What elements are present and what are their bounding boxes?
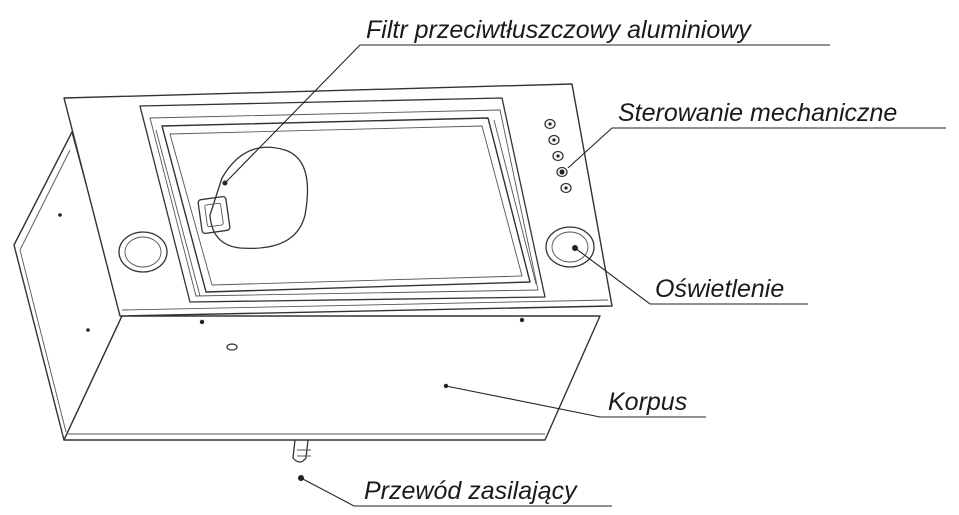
leader-lighting (574, 247, 808, 305)
leader-body (445, 385, 706, 418)
leader-controls (567, 127, 946, 169)
leader-lines (222, 44, 946, 507)
control-knobs (544, 118, 572, 194)
grease-filter (155, 117, 537, 297)
control-knob (548, 134, 560, 146)
label-filter: Filtr przeciwtłuszczowy aluminiowy (366, 16, 752, 44)
power-cable (292, 439, 311, 481)
control-knob (560, 182, 572, 194)
control-knob (556, 166, 568, 178)
label-cable: Przewód zasilający (364, 477, 578, 505)
label-lighting: Oświetlenie (655, 275, 784, 303)
label-body: Korpus (608, 388, 687, 416)
leader-cable (300, 477, 612, 507)
left-light (118, 231, 168, 273)
control-knob (544, 118, 556, 130)
label-controls: Sterowanie mechaniczne (618, 99, 897, 127)
leader-filter (224, 44, 830, 184)
hood-body (13, 131, 601, 441)
control-knob (552, 150, 564, 162)
